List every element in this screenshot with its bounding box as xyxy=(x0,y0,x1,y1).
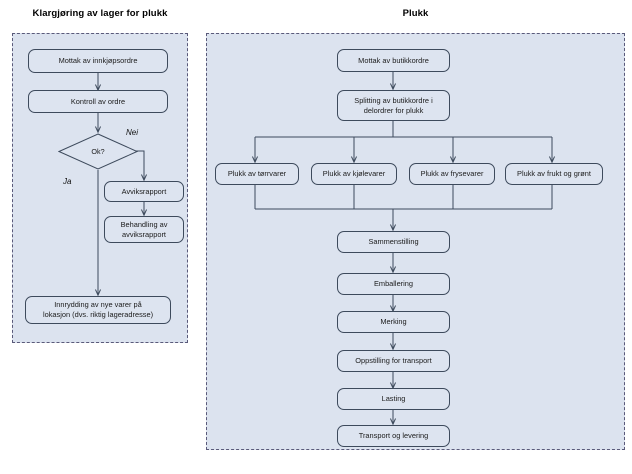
node-label: Plukk av kjølevarer xyxy=(322,169,386,178)
edge-label-ja: Ja xyxy=(63,177,72,186)
node-plukk-frysevarer[interactable]: Plukk av frysevarer xyxy=(409,163,495,185)
node-avviksrapport[interactable]: Avviksrapport xyxy=(104,181,184,202)
node-sammenstilling[interactable]: Sammenstilling xyxy=(337,231,450,253)
node-mottak-innkjopsordre[interactable]: Mottak av innkjøpsordre xyxy=(28,49,168,73)
node-label: Oppstilling for transport xyxy=(355,356,432,365)
node-label-line1: Innrydding av nye varer på xyxy=(54,300,142,310)
node-label: Emballering xyxy=(373,279,414,288)
node-kontroll-ordre[interactable]: Kontroll av ordre xyxy=(28,90,168,113)
node-mottak-butikkordre[interactable]: Mottak av butikkordre xyxy=(337,49,450,72)
node-label: Plukk av frukt og grønt xyxy=(517,169,591,178)
node-behandling-avviksrapport[interactable]: Behandling av avviksrapport xyxy=(104,216,184,243)
edge-label-nei: Nei xyxy=(126,128,139,137)
right-panel-title: Plukk xyxy=(402,8,429,19)
node-label: Lasting xyxy=(381,394,406,403)
node-oppstilling[interactable]: Oppstilling for transport xyxy=(337,350,450,372)
node-ok-decision[interactable]: Ok? xyxy=(58,133,138,170)
node-transport[interactable]: Transport og levering xyxy=(337,425,450,447)
node-plukk-kjolevarer[interactable]: Plukk av kjølevarer xyxy=(311,163,397,185)
node-label-line1: Splitting av butikkordre i xyxy=(354,95,433,105)
node-merking[interactable]: Merking xyxy=(337,311,450,333)
left-panel-title: Klargjøring av lager for plukk xyxy=(32,8,168,19)
node-label-line1: Behandling av xyxy=(120,219,168,229)
node-label: Transport og levering xyxy=(358,431,429,440)
node-plukk-frukt-gront[interactable]: Plukk av frukt og grønt xyxy=(505,163,603,185)
node-label-line2: delordrer for plukk xyxy=(363,105,424,115)
node-innrydding[interactable]: Innrydding av nye varer på lokasjon (dvs… xyxy=(25,296,171,324)
node-label: Plukk av frysevarer xyxy=(420,169,484,178)
node-lasting[interactable]: Lasting xyxy=(337,388,450,410)
node-label-line2: avviksrapport xyxy=(122,229,166,239)
node-label-line2: lokasjon (dvs. riktig lageradresse) xyxy=(42,310,154,319)
node-label: Sammenstilling xyxy=(368,237,419,246)
node-label: Kontroll av ordre xyxy=(70,96,126,106)
node-label: Mottak av innkjøpsordre xyxy=(58,56,138,65)
node-label: Plukk av tørrvarer xyxy=(227,169,287,178)
node-label: Avviksrapport xyxy=(121,186,167,196)
node-label: Mottak av butikkordre xyxy=(358,55,429,65)
node-plukk-torrvarer[interactable]: Plukk av tørrvarer xyxy=(215,163,299,185)
node-splitting[interactable]: Splitting av butikkordre i delordrer for… xyxy=(337,90,450,121)
node-emballering[interactable]: Emballering xyxy=(337,273,450,295)
node-label: Merking xyxy=(380,317,407,326)
